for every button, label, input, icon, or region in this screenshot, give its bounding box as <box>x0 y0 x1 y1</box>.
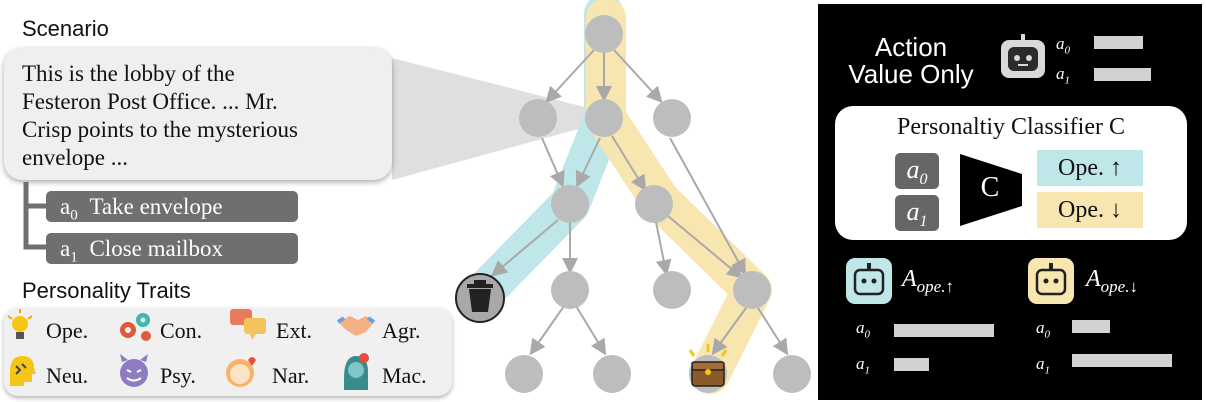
robot-icon <box>1028 258 1074 304</box>
tree-node <box>653 99 691 137</box>
agent-down-row-label-1: a1 <box>1036 354 1050 377</box>
robot-icon <box>846 258 892 304</box>
panel-title-line2: Value Only <box>848 59 974 89</box>
tree-node <box>585 15 623 53</box>
trait-con: Con. <box>160 318 203 343</box>
tree-edge <box>667 215 744 279</box>
tree-node <box>653 271 691 309</box>
trait-neu: Neu. <box>46 363 89 388</box>
treasure-chest-icon <box>688 344 728 393</box>
tree-edge <box>541 137 565 188</box>
tree-edge <box>669 137 746 276</box>
trait-nar: Nar. <box>272 363 310 388</box>
agent-up-bar-0 <box>894 324 994 337</box>
action-sub: 1 <box>70 249 78 266</box>
trait-psy: Psy. <box>160 363 196 388</box>
classifier-title: Personaltiy Classifier C <box>897 114 1125 140</box>
trait-ext: Ext. <box>276 318 313 343</box>
value-bar-1 <box>1094 68 1152 81</box>
tree-node <box>505 355 543 393</box>
action-chip-0: a0 Take envelope <box>46 191 298 224</box>
action-text: Take envelope <box>89 194 223 219</box>
traits-title: Personality Traits <box>22 278 191 303</box>
agent-down-bar-1 <box>1072 354 1172 367</box>
agent-down-row-label-0: a0 <box>1036 318 1050 341</box>
agent-up-row-label-1: a1 <box>856 354 870 377</box>
agent-up-bar-1 <box>894 358 929 371</box>
panel-title-line1: Action <box>874 32 948 62</box>
tree-edge <box>490 219 559 277</box>
tree-node <box>551 185 589 223</box>
game-tree <box>455 0 811 394</box>
action-label: a <box>60 194 71 219</box>
action-label: a <box>60 236 71 261</box>
tree-node <box>593 355 631 393</box>
panel-title: Action Value Only <box>836 34 986 88</box>
agent-up-label: Aope.↑ <box>902 266 954 296</box>
speech-bubbles-icon <box>230 309 266 340</box>
agent-down-label: Aope.↓ <box>1086 266 1138 296</box>
action-chip-1: a1 Close mailbox <box>46 233 298 266</box>
handshake-icon <box>336 316 376 336</box>
trait-ope: Ope. <box>46 318 89 343</box>
classifier-output-down: Ope. ↓ <box>1037 192 1143 228</box>
tree-edge <box>575 137 601 188</box>
tree-node <box>519 99 557 137</box>
action-sub: 0 <box>70 207 78 224</box>
devil-face-icon <box>120 354 148 387</box>
tree-edge <box>529 305 565 356</box>
tree-edge <box>757 307 789 356</box>
self-love-face-icon <box>226 357 256 387</box>
classifier-trapezoid <box>960 154 1022 226</box>
gears-icon <box>120 313 151 341</box>
classifier-input-1: a1 <box>895 195 939 231</box>
trash-can-icon <box>455 273 505 323</box>
robot-icon <box>1001 34 1045 78</box>
stressed-head-icon <box>10 356 36 386</box>
tree-edge <box>655 221 672 276</box>
action-text: Close mailbox <box>89 236 223 261</box>
classifier-letter: C <box>980 172 1000 203</box>
value-row-label-1: a1 <box>1056 64 1070 87</box>
tree-edge <box>575 305 607 356</box>
value-bar-0 <box>1094 36 1144 49</box>
tree-edge <box>711 307 747 356</box>
tree-edge <box>613 49 663 103</box>
trait-mac: Mac. <box>382 363 427 388</box>
tree-node <box>585 99 623 137</box>
classifier-input-0: a0 <box>895 153 939 189</box>
trait-agr: Agr. <box>382 318 421 343</box>
highlight-path-ope-down <box>586 0 772 394</box>
agent-up-row-label-0: a0 <box>856 318 870 341</box>
tree-edge <box>611 135 647 192</box>
highlight-path-ope-up <box>460 0 624 316</box>
tree-node <box>635 185 673 223</box>
value-row-label-0: a0 <box>1056 34 1070 57</box>
classifier-output-up: Ope. ↑ <box>1037 150 1143 186</box>
action-bracket <box>23 182 46 250</box>
tree-edge <box>545 49 595 103</box>
scenario-text: This is the lobby of the Festeron Post O… <box>22 61 298 170</box>
tree-node <box>773 355 811 393</box>
scheming-person-icon <box>344 353 369 390</box>
lightbulb-icon <box>7 309 33 339</box>
tree-node <box>733 271 771 309</box>
scenario-bubble <box>4 48 392 180</box>
tree-node <box>551 271 589 309</box>
traits-box <box>4 308 452 396</box>
scenario-title: Scenario <box>22 16 109 41</box>
agent-down-bar-0 <box>1072 320 1110 333</box>
